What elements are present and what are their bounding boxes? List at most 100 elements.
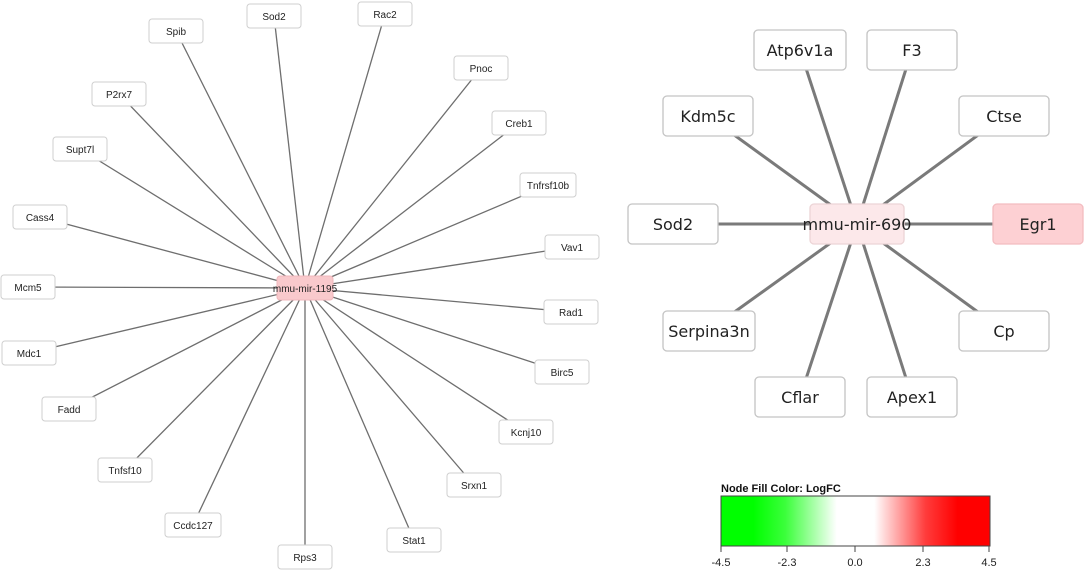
gene-node-vav1[interactable]: Vav1 xyxy=(544,234,600,260)
legend-gradient xyxy=(720,495,991,547)
left-edges xyxy=(27,13,573,557)
node-box xyxy=(958,95,1050,137)
node-box xyxy=(627,203,719,245)
mirna-node-mmu-mir-690[interactable]: mmu-mir-690 xyxy=(803,203,912,245)
gene-node-cass4[interactable]: Cass4 xyxy=(12,204,68,230)
node-label: Atp6v1a xyxy=(767,41,834,60)
edge xyxy=(304,287,475,486)
node-box xyxy=(662,310,756,352)
gene-node-atp6v1a[interactable]: Atp6v1a xyxy=(753,29,847,71)
color-legend: Node Fill Color: LogFC -4.5 -2.3 0.0 2.3… xyxy=(712,483,997,569)
node-box xyxy=(453,55,509,81)
gene-node-fadd[interactable]: Fadd xyxy=(41,396,97,422)
gene-node-srxn1[interactable]: Srxn1 xyxy=(446,472,502,498)
edge xyxy=(304,67,482,289)
node-box xyxy=(97,457,153,483)
node-label: Ctse xyxy=(986,107,1022,126)
gene-node-creb1[interactable]: Creb1 xyxy=(491,110,547,136)
node-label: Tnfsf10 xyxy=(108,466,142,477)
node-box xyxy=(866,376,958,418)
gene-node-p2rx7[interactable]: P2rx7 xyxy=(91,81,147,107)
node-box xyxy=(491,110,547,136)
node-box xyxy=(246,3,302,29)
node-box xyxy=(519,172,577,198)
gene-node-stat1[interactable]: Stat1 xyxy=(386,527,442,553)
edge xyxy=(304,122,520,289)
edge xyxy=(27,286,306,289)
node-label: Mcm5 xyxy=(14,283,42,294)
node-box xyxy=(543,299,599,325)
gene-node-sod2[interactable]: Sod2 xyxy=(246,3,302,29)
edge xyxy=(192,287,306,526)
node-label: Rac2 xyxy=(373,10,397,21)
gene-node-supt7l[interactable]: Supt7l xyxy=(52,136,108,162)
node-label: Apex1 xyxy=(887,388,937,407)
edge xyxy=(39,216,306,289)
gene-node-cp[interactable]: Cp xyxy=(958,310,1050,352)
edge xyxy=(304,287,527,433)
mirna-node-mmu-mir-1195[interactable]: mmu-mir-1195 xyxy=(273,275,338,301)
gene-node-ctse[interactable]: Ctse xyxy=(958,95,1050,137)
node-label: Egr1 xyxy=(1019,215,1056,234)
gene-node-cflar[interactable]: Cflar xyxy=(754,376,846,418)
node-label: Stat1 xyxy=(402,536,426,547)
gene-node-rac2[interactable]: Rac2 xyxy=(357,1,413,27)
edge xyxy=(124,287,306,471)
node-label: Rad1 xyxy=(559,308,583,319)
node-label: Fadd xyxy=(58,405,81,416)
gene-node-sod2-right[interactable]: Sod2 xyxy=(627,203,719,245)
node-label: mmu-mir-690 xyxy=(803,215,912,234)
node-label: Cass4 xyxy=(26,213,55,224)
node-box xyxy=(0,274,56,300)
node-label: Pnoc xyxy=(470,64,493,75)
edge xyxy=(273,15,306,289)
gene-node-rad1[interactable]: Rad1 xyxy=(543,299,599,325)
node-label: Cp xyxy=(993,322,1014,341)
gene-node-kcnj10[interactable]: Kcnj10 xyxy=(498,419,554,445)
gene-node-tnfsf10[interactable]: Tnfsf10 xyxy=(97,457,153,483)
node-label: Sod2 xyxy=(653,215,693,234)
gene-node-egr1[interactable]: Egr1 xyxy=(992,203,1084,245)
gene-node-tnfrsf10b[interactable]: Tnfrsf10b xyxy=(519,172,577,198)
edge xyxy=(304,287,563,373)
gene-node-mdc1[interactable]: Mdc1 xyxy=(1,340,57,366)
node-label: Tnfrsf10b xyxy=(527,181,570,192)
edge xyxy=(304,287,572,313)
node-label: Srxn1 xyxy=(461,481,488,492)
node-box xyxy=(1,340,57,366)
gene-node-birc5[interactable]: Birc5 xyxy=(534,359,590,385)
tick-label: 2.3 xyxy=(915,557,930,569)
gene-node-kdm5c[interactable]: Kdm5c xyxy=(662,95,754,137)
node-box xyxy=(12,204,68,230)
node-label: Cflar xyxy=(781,388,819,407)
gene-node-ccdc127[interactable]: Ccdc127 xyxy=(164,512,222,538)
left-target-nodes: Sod2 Rac2 Spib Pnoc P2rx7 Creb1 Supt7l T… xyxy=(0,1,600,570)
edge xyxy=(304,184,549,289)
node-box xyxy=(277,544,333,570)
edge xyxy=(798,223,859,398)
gene-node-serpina3n[interactable]: Serpina3n xyxy=(662,310,756,352)
gene-node-pnoc[interactable]: Pnoc xyxy=(453,55,509,81)
gene-node-rps3[interactable]: Rps3 xyxy=(277,544,333,570)
edge xyxy=(855,49,914,225)
node-box xyxy=(544,234,600,260)
node-label: Serpina3n xyxy=(668,322,749,341)
node-label: Supt7l xyxy=(66,145,94,156)
node-box xyxy=(41,396,97,422)
gene-node-spib[interactable]: Spib xyxy=(148,18,204,44)
network-mmu-mir-1195: Sod2 Rac2 Spib Pnoc P2rx7 Creb1 Supt7l T… xyxy=(0,1,600,570)
node-box xyxy=(498,419,554,445)
node-box xyxy=(754,376,846,418)
node-label: Sod2 xyxy=(262,12,286,23)
gene-node-f3[interactable]: F3 xyxy=(866,29,958,71)
node-box xyxy=(148,18,204,44)
gene-node-apex1[interactable]: Apex1 xyxy=(866,376,958,418)
node-box xyxy=(534,359,590,385)
gene-node-mcm5[interactable]: Mcm5 xyxy=(0,274,56,300)
node-label: Spib xyxy=(166,27,186,38)
node-box xyxy=(992,203,1084,245)
right-target-nodes: Atp6v1a F3 Kdm5c Ctse Sod2 Egr1 Serpina3… xyxy=(627,29,1084,418)
edge xyxy=(68,287,306,410)
node-label: mmu-mir-1195 xyxy=(273,284,338,295)
node-box xyxy=(866,29,958,71)
